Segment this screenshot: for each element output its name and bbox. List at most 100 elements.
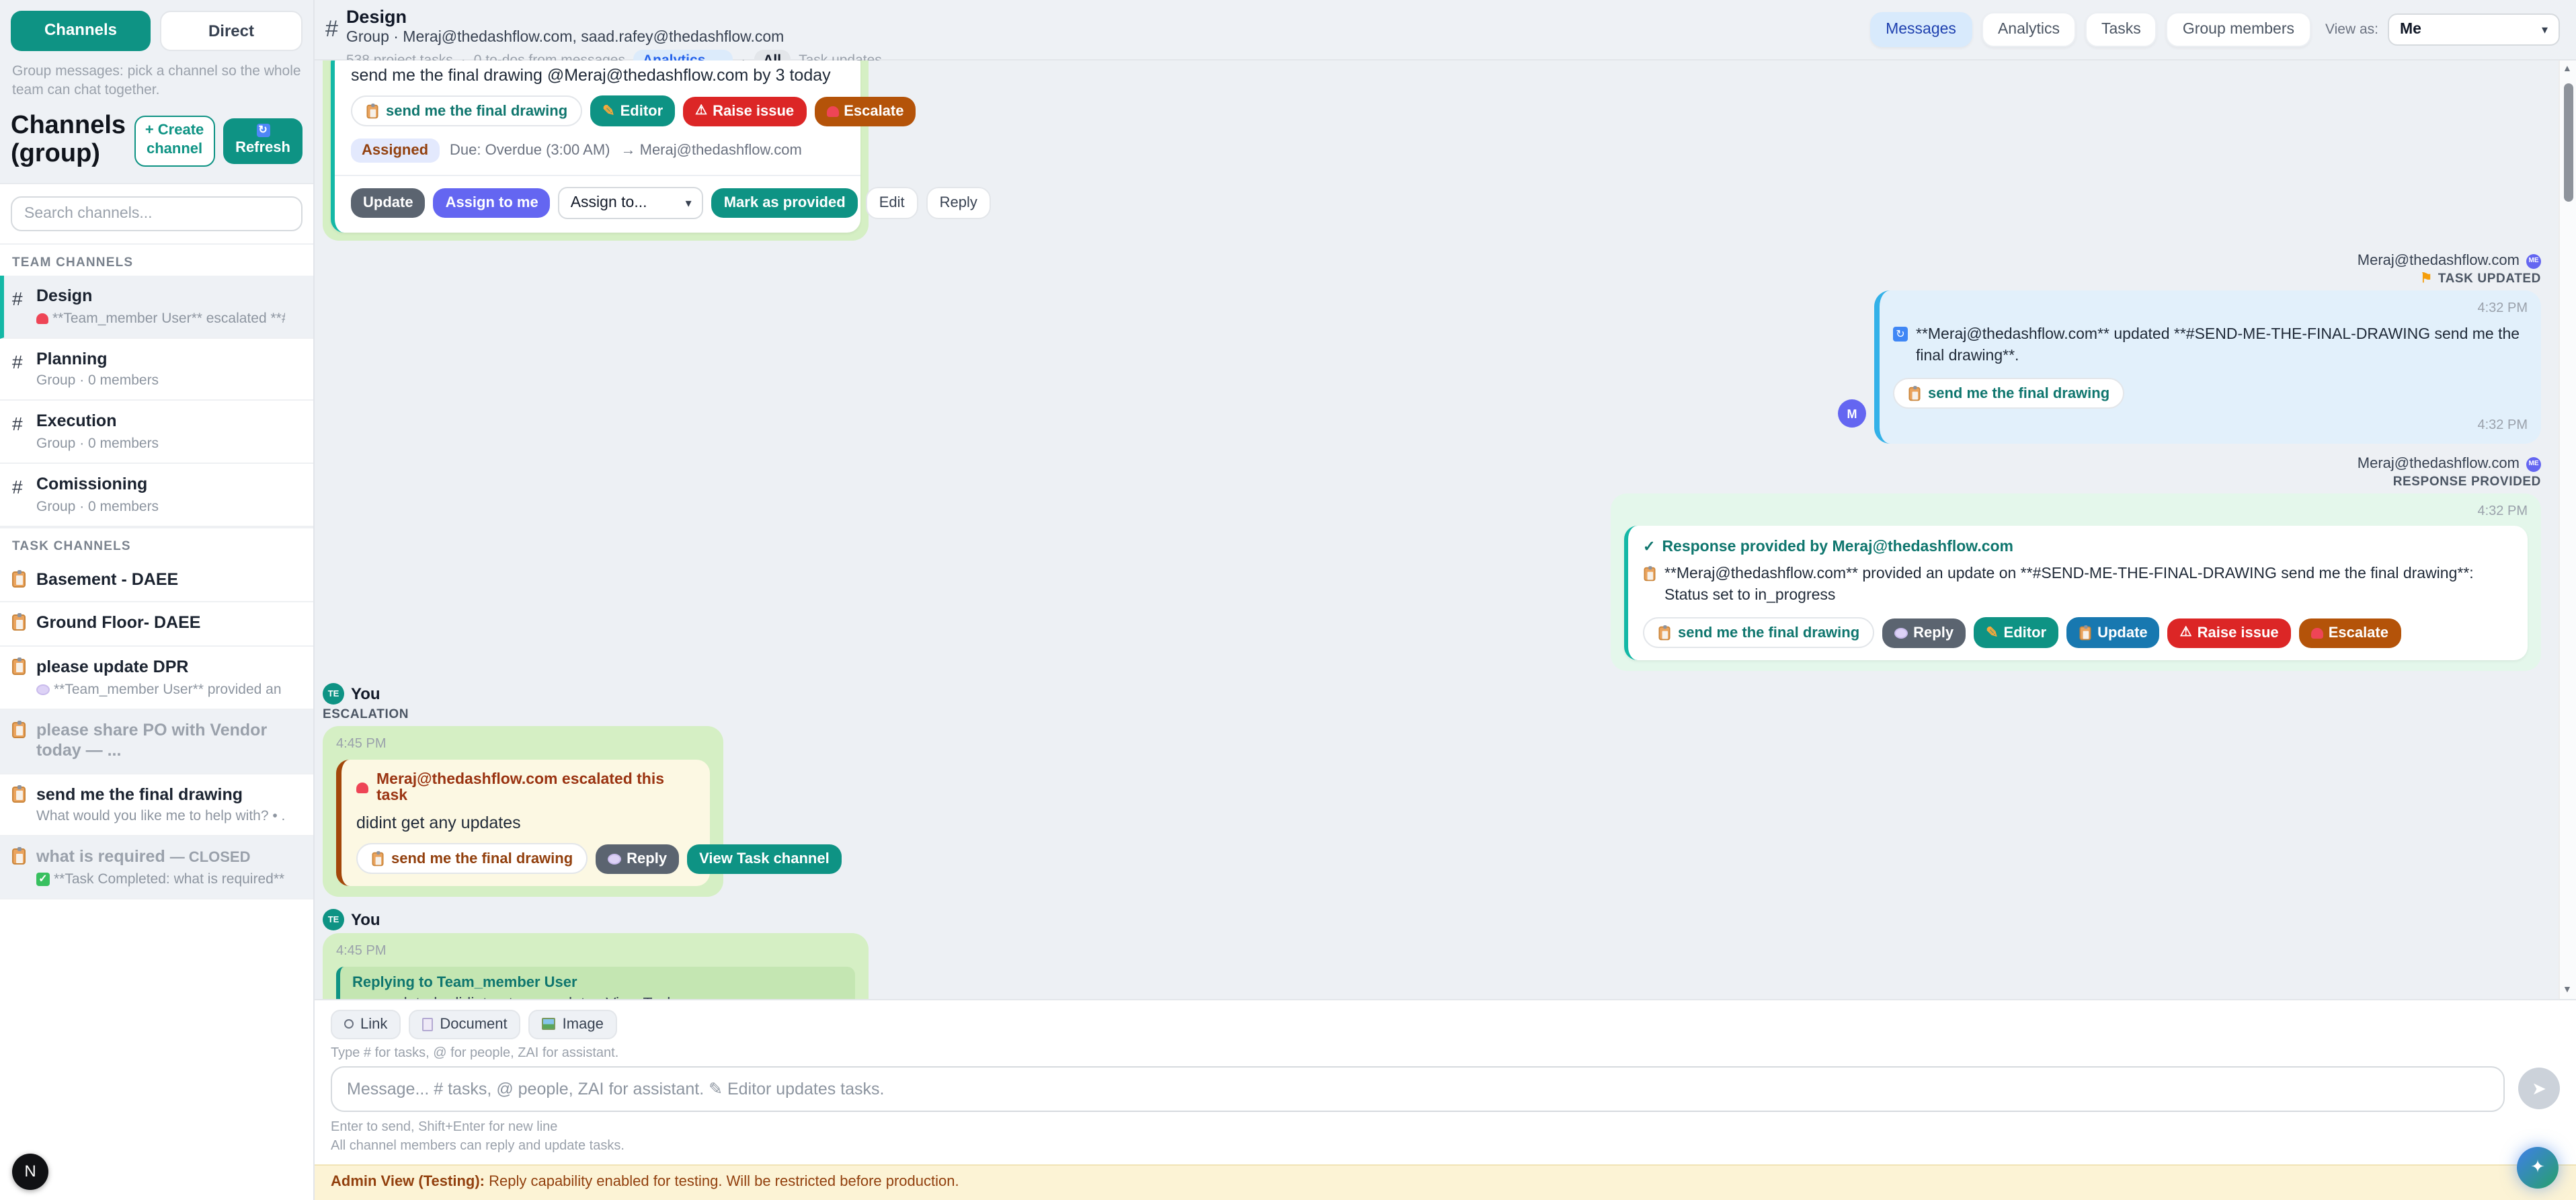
avatar: ME [2526,253,2541,268]
task-channel-subtitle: **Task Completed: what is required** ... [54,871,285,888]
task-link-pill[interactable]: send me the final drawing [1893,378,2125,409]
app-logo-badge[interactable]: N [12,1153,48,1189]
avatar: ME [2526,456,2541,472]
timestamp: 4:32 PM [2477,418,2528,434]
update-button[interactable]: Update [2066,617,2160,649]
clipboard-icon [366,104,378,119]
clipboard-icon [12,613,26,631]
view-as-select[interactable]: Me ▾ [2388,13,2560,46]
sidebar-item-comissioning[interactable]: # Comissioning Group · 0 members [0,464,313,527]
task-channels-section-label: TASK CHANNELS [0,526,313,559]
task-channel-share-po[interactable]: please share PO with Vendor today — ... [0,709,313,774]
attach-document-button[interactable]: Document [409,1009,521,1039]
mark-as-provided-button[interactable]: Mark as provided [711,188,858,218]
assistant-fab-button[interactable]: ✦ [2517,1146,2559,1188]
tab-group-members[interactable]: Group members [2166,12,2310,47]
tab-tasks[interactable]: Tasks [2085,12,2157,47]
attach-link-button[interactable]: Link [331,1009,401,1039]
scroll-up-arrow-icon[interactable]: ▲ [2563,65,2572,74]
sender-name: You [351,910,380,930]
raise-issue-button[interactable]: ⚠Raise issue [683,96,807,126]
sidebar-item-design[interactable]: # Design **Team_member User** escalated … [0,276,313,339]
task-channel-basement[interactable]: Basement - DAEE [0,559,313,603]
send-button[interactable]: ➤ [2518,1068,2560,1109]
avatar: TE [323,909,344,931]
sidebar-item-execution[interactable]: # Execution Group · 0 members [0,401,313,464]
scroll-down-arrow-icon[interactable]: ▼ [2563,985,2572,994]
siren-icon [36,313,48,324]
hash-icon: # [12,476,23,497]
update-button[interactable]: Update [351,188,426,218]
reply-button[interactable]: Reply [1882,618,1966,648]
channel-name: Design [36,286,93,306]
view-as-label: View as: [2325,22,2378,38]
edit-button[interactable]: Edit [865,187,918,219]
escalate-button[interactable]: Escalate [2298,618,2401,648]
sender-name: Meraj@thedashflow.com [2357,456,2520,473]
team-channels-section-label: TEAM CHANNELS [0,243,313,276]
raise-issue-button[interactable]: ⚠Raise issue [2167,618,2291,648]
message-input[interactable] [331,1066,2505,1111]
task-updated-bubble: M 4:32 PM ↻ **Meraj@thedashflow.com** up… [1838,290,2541,444]
sidebar-title: Channels (group) [11,112,126,169]
search-channels-input[interactable] [11,196,303,232]
message-list: send me the final drawing @Meraj@thedash… [315,61,2576,998]
refresh-label: Refresh [235,140,290,157]
task-link-pill[interactable]: send me the final drawing [356,843,588,875]
task-card-title: send me the final drawing @Meraj@thedash… [351,66,831,85]
chevron-down-icon: ▾ [685,196,692,209]
reply-quote[interactable]: Replying to Team_member User escalated .… [336,967,855,998]
task-channel-name: Ground Floor- DAEE [36,613,201,633]
task-link-pill[interactable]: send me the final drawing [351,95,583,126]
task-complete-check-icon: ✓ [36,873,50,887]
task-channel-final-drawing[interactable]: send me the final drawing What would you… [0,774,313,837]
task-channel-name: what is required [36,847,165,867]
reply-button[interactable]: Reply [926,187,991,219]
task-channel-name: Basement - DAEE [36,569,179,589]
scrollbar-thumb[interactable] [2564,83,2573,202]
task-channel-ground-floor[interactable]: Ground Floor- DAEE [0,602,313,647]
tab-analytics[interactable]: Analytics [1981,12,2076,47]
message-text: **Meraj@thedashflow.com** updated **#SEN… [1916,327,2520,364]
sidebar: Channels Direct Group messages: pick a c… [0,0,315,1200]
chevron-down-icon: ▾ [2541,22,2548,36]
check-icon: ✓ [1643,539,1656,556]
response-card: ✓ Response provided by Meraj@thedashflow… [1624,526,2528,661]
tab-channels[interactable]: Channels [11,11,151,51]
channel-header: # Design Group · Meraj@thedashflow.com, … [315,0,2576,72]
scrollbar[interactable]: ▲ ▼ [2559,61,2576,998]
create-channel-button[interactable]: + Create channel [134,116,216,167]
hash-icon: # [12,288,23,310]
tab-messages[interactable]: Messages [1869,12,1972,47]
escalate-button[interactable]: Escalate [814,96,916,126]
attach-image-button[interactable]: Image [528,1009,617,1039]
clipboard-icon [12,785,26,803]
task-channel-subtitle: What would you like me to help with? • .… [36,808,285,825]
escalation-body: didint get any updates [356,813,521,833]
message-type-badge: ESCALATION [323,707,409,723]
composer: Link Document Image Type # for tasks, @ … [315,998,2576,1164]
reply-button[interactable]: Reply [596,844,680,874]
task-channel-name: please update DPR [36,657,189,676]
warning-icon: ⚠ [2179,625,2192,641]
document-icon [422,1017,434,1031]
request-bubble: 4:45 PM Replying to Team_member User esc… [323,933,869,998]
editor-button[interactable]: ✎Editor [590,95,676,126]
tab-direct[interactable]: Direct [160,11,303,51]
task-channel-what-is-required[interactable]: what is required — CLOSED ✓**Task Comple… [0,836,313,900]
sidebar-item-planning[interactable]: # Planning Group · 0 members [0,338,313,401]
timestamp: 4:32 PM [2477,301,2528,316]
sender-name: You [351,684,380,704]
timestamp: 4:32 PM [2477,504,2528,520]
siren-icon [356,783,368,794]
refresh-button[interactable]: ↻ Refresh [223,118,303,165]
view-task-channel-button[interactable]: View Task channel [687,844,842,874]
escalation-bubble: 4:45 PM Meraj@thedashflow.com escalated … [323,726,842,897]
task-link-pill[interactable]: send me the final drawing [1643,617,1875,649]
editor-button[interactable]: ✎Editor [1974,617,2059,649]
assign-to-select[interactable]: Assign to... ▾ [558,187,704,219]
task-channel-update-dpr[interactable]: please update DPR **Team_member User** p… [0,646,313,709]
admin-banner-title: Admin View (Testing): [331,1173,485,1189]
assign-to-me-button[interactable]: Assign to me [433,188,551,218]
